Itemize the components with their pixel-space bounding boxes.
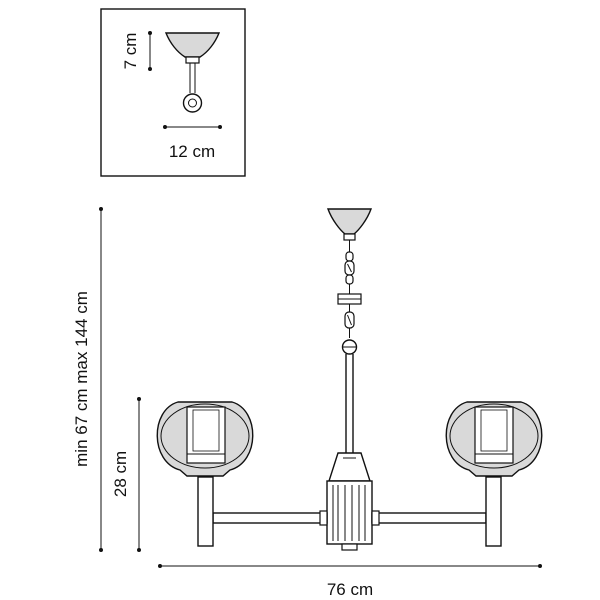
suspension-chain	[337, 240, 362, 355]
inset-width-label: 12 cm	[169, 142, 215, 161]
canopy-detail-inset: 7 cm 12 cm	[100, 8, 246, 177]
total-height-label: min 67 cm max 144 cm	[72, 291, 91, 467]
right-glass-shade	[445, 401, 543, 477]
left-glass-shade	[156, 401, 254, 477]
ceiling-canopy	[327, 208, 372, 235]
inset-canopy-neck	[185, 56, 200, 64]
central-body	[326, 452, 373, 551]
body-height-dimension: 28 cm	[111, 397, 141, 552]
width-label: 76 cm	[327, 580, 373, 599]
inset-canopy	[164, 32, 221, 58]
inset-ball	[182, 93, 203, 113]
total-height-dimension: min 67 cm max 144 cm	[72, 207, 103, 552]
width-dimension: 76 cm	[158, 564, 542, 599]
inset-height-label: 7 cm	[121, 33, 140, 70]
chandelier	[156, 208, 543, 551]
central-stem	[345, 354, 354, 453]
body-height-label: 28 cm	[111, 451, 130, 497]
right-arm	[371, 476, 502, 547]
left-arm	[197, 476, 328, 547]
inset-height-dimension: 7 cm	[121, 31, 152, 71]
inset-width-dimension: 12 cm	[163, 125, 222, 161]
